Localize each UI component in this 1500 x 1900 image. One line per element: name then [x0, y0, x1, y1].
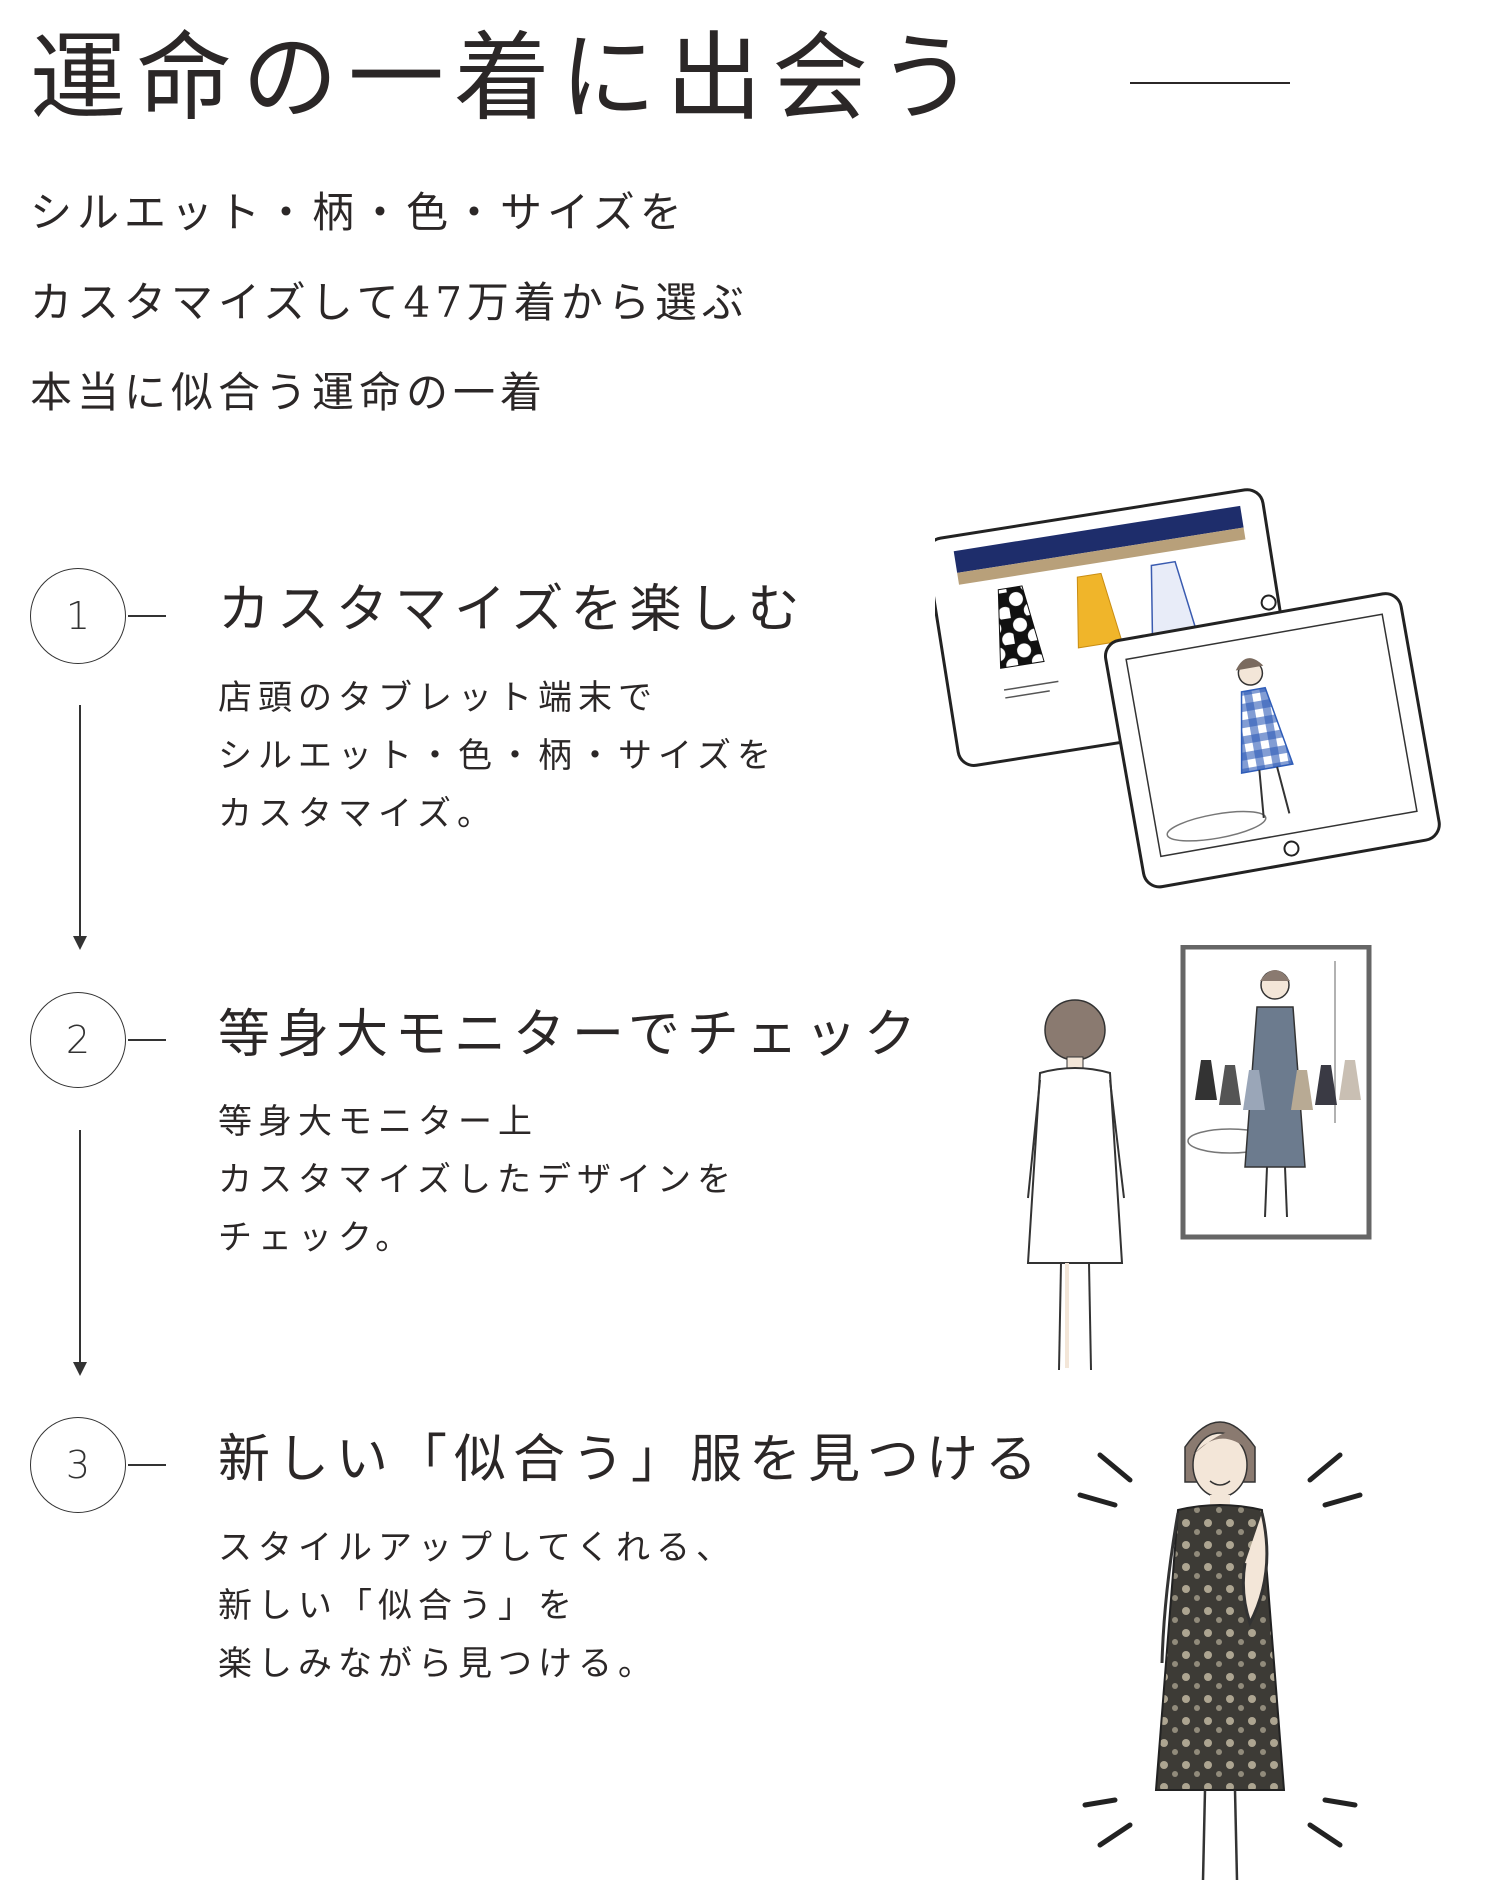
step-3-tick	[128, 1464, 166, 1466]
flow-arrow-line-1	[79, 705, 81, 937]
life-size-monitor	[1180, 945, 1372, 1240]
sparkle-lines	[1077, 1452, 1363, 1848]
page-title: 運命の一着に出会う	[30, 22, 984, 134]
step-2-title: 等身大モニターでチェック	[218, 1005, 923, 1065]
step-3-line-3: 楽しみながら見つける。	[218, 1644, 658, 1684]
step-2-line-2: カスタマイズしたデザインを	[218, 1160, 737, 1200]
step-1-line-3: カスタマイズ。	[218, 794, 497, 834]
flow-arrow-head-1	[73, 936, 87, 950]
tablet-customize-illustration	[935, 488, 1441, 889]
flow-arrow-line-2	[79, 1130, 81, 1363]
intro-line-3: 本当に似合う運命の一着	[30, 368, 548, 417]
step-1-line-1: 店頭のタブレット端末で	[218, 678, 658, 718]
step-3-line-1: スタイルアップしてくれる、	[218, 1528, 736, 1568]
woman-front-view	[1154, 1421, 1286, 1881]
step-1-line-2: シルエット・色・柄・サイズを	[218, 736, 777, 776]
flow-arrow-head-2	[73, 1362, 87, 1376]
title-dash-line	[1130, 82, 1290, 84]
intro-line-1: シルエット・柄・色・サイズを	[30, 188, 687, 237]
step-2-line-1: 等身大モニター上	[218, 1102, 538, 1142]
step-2-tick	[128, 1039, 166, 1041]
step-1-title: カスタマイズを楽しむ	[218, 580, 807, 640]
life-size-monitor-illustration	[1026, 945, 1372, 1371]
step-3-number: 3	[30, 1417, 126, 1513]
step-1-tick	[128, 615, 166, 617]
front-tablet	[1104, 592, 1441, 889]
step-3-line-2: 新しい「似合う」を	[218, 1586, 578, 1626]
step-2-line-3: チェック。	[218, 1218, 416, 1258]
woman-back-view	[1026, 999, 1125, 1371]
step-3-title: 新しい「似合う」服を見つける	[218, 1430, 1045, 1490]
intro-line-2: カスタマイズして47万着から選ぶ	[30, 278, 749, 327]
step-2-number: 2	[30, 992, 126, 1088]
happy-woman-illustration	[1077, 1421, 1363, 1881]
step-1-number: 1	[30, 568, 126, 664]
